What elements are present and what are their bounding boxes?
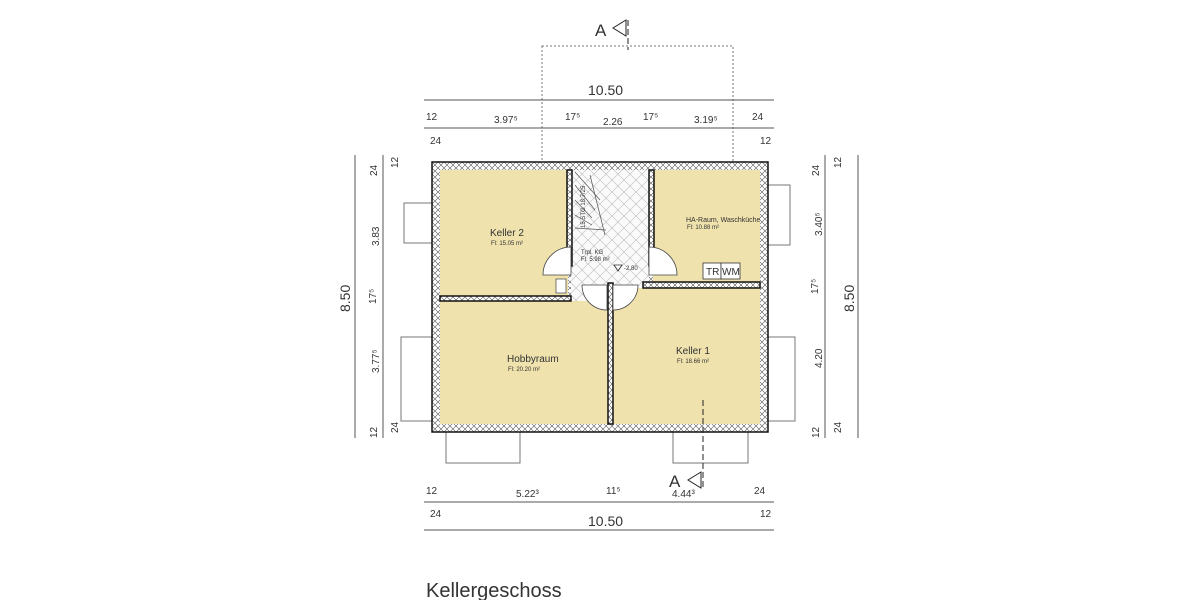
svg-text:Keller 2: Keller 2 [490,228,524,239]
svg-text:12: 12 [369,426,380,438]
svg-text:12: 12 [426,112,438,123]
svg-text:24: 24 [752,112,764,123]
svg-text:24: 24 [754,486,766,497]
svg-text:3.77⁵: 3.77⁵ [371,349,382,373]
svg-text:3.97⁵: 3.97⁵ [494,115,518,126]
svg-text:TR: TR [706,267,719,278]
svg-text:8.50: 8.50 [841,285,857,312]
section-marker-bottom: A [669,472,681,491]
svg-text:12: 12 [760,136,772,147]
svg-text:Fl: 5.98 m²: Fl: 5.98 m² [581,257,610,263]
svg-text:Fl: 15.05 m²: Fl: 15.05 m² [491,241,523,247]
svg-text:8.50: 8.50 [337,285,353,312]
staircase: 15 STG 18.7/25 [574,171,607,236]
plan-title: Kellergeschoss [426,580,562,600]
level-marker-icon [613,264,623,272]
door-swings [542,246,678,311]
svg-text:Hobbyraum: Hobbyraum [507,354,559,365]
section-arrow-icon [687,471,702,489]
svg-text:12: 12 [833,156,844,168]
svg-text:3.19⁵: 3.19⁵ [694,115,718,126]
light-wells [400,184,796,464]
svg-text:10.50: 10.50 [588,82,623,98]
room-keller-1 [613,288,760,424]
svg-text:10.50: 10.50 [588,513,623,529]
svg-text:Fl: 18.66 m²: Fl: 18.66 m² [677,359,709,365]
section-marker-top: A [595,21,607,40]
svg-text:24: 24 [833,421,844,433]
svg-text:24: 24 [430,136,442,147]
svg-text:15 STG 18.7/25: 15 STG 18.7/25 [581,185,587,228]
svg-text:3.40⁵: 3.40⁵ [814,212,825,236]
svg-text:4.20: 4.20 [814,348,825,368]
svg-text:12: 12 [390,156,401,168]
svg-text:17⁵: 17⁵ [810,279,821,294]
svg-text:-2.80: -2.80 [624,266,638,272]
svg-text:24: 24 [369,164,380,176]
svg-text:24: 24 [811,164,822,176]
appliances: TR WM [702,262,741,280]
drain-icon [555,278,567,294]
svg-text:WM: WM [722,267,740,278]
svg-text:11⁵: 11⁵ [606,486,621,497]
room-hobbyraum [440,301,608,424]
svg-text:12: 12 [811,426,822,438]
dimensions-bottom: 12 24 5.22³ 11⁵ 4.44³ 24 12 10.50 [424,486,774,531]
svg-text:24: 24 [430,509,442,520]
svg-text:17⁵: 17⁵ [565,112,580,123]
svg-text:12: 12 [426,486,438,497]
dimensions-top: 10.50 12 24 3.97⁵ 17⁵ 2.26 17⁵ 3.19⁵ 24 … [424,82,774,147]
svg-text:Fl: 20.20 m²: Fl: 20.20 m² [508,367,540,373]
svg-text:2.26: 2.26 [603,117,623,128]
section-arrow-icon [612,19,627,37]
svg-text:17⁵: 17⁵ [368,289,379,304]
svg-text:HA-Raum, Waschküche: HA-Raum, Waschküche [686,217,761,224]
svg-text:17⁵: 17⁵ [643,112,658,123]
svg-text:Trpl. KG: Trpl. KG [581,250,603,256]
svg-text:Fl: 10.88 m²: Fl: 10.88 m² [687,225,719,231]
svg-text:Keller 1: Keller 1 [676,346,710,357]
svg-text:24: 24 [390,421,401,433]
dimensions-left: 8.50 24 12 3.83 17⁵ 3.77⁵ 12 24 [337,155,401,438]
dimensions-right: 24 12 3.40⁵ 17⁵ 4.20 12 24 8.50 [810,155,859,438]
svg-text:3.83: 3.83 [371,226,382,246]
svg-text:5.22³: 5.22³ [516,489,539,500]
upper-outline [541,45,734,163]
svg-text:4.44³: 4.44³ [672,489,695,500]
svg-text:12: 12 [760,509,772,520]
